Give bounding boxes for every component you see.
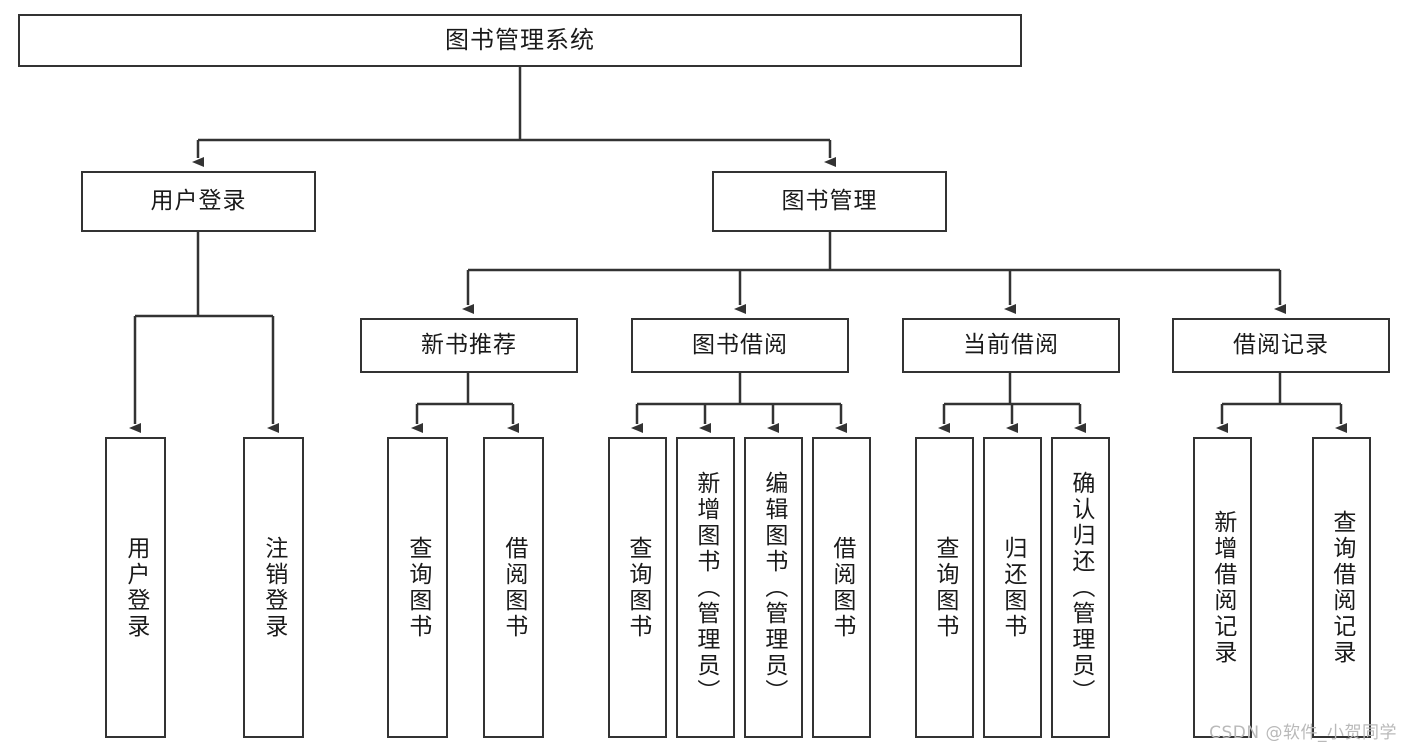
node-leaf-query-book-1[interactable]: 查询图书 bbox=[387, 437, 448, 738]
node-leaf-add-book-label: 新增图书（管理员） bbox=[692, 470, 719, 705]
node-leaf-query-book-2-label: 查询图书 bbox=[624, 535, 651, 640]
node-leaf-return-book[interactable]: 归还图书 bbox=[983, 437, 1042, 738]
node-leaf-query-book-1-label: 查询图书 bbox=[404, 535, 431, 640]
node-current-borrow-label: 当前借阅 bbox=[963, 331, 1059, 358]
node-book-manage-label: 图书管理 bbox=[781, 187, 878, 214]
node-leaf-query-record[interactable]: 查询借阅记录 bbox=[1312, 437, 1371, 738]
node-leaf-query-record-label: 查询借阅记录 bbox=[1328, 509, 1355, 666]
node-leaf-add-record-label: 新增借阅记录 bbox=[1209, 509, 1236, 666]
node-leaf-user-logout[interactable]: 注销登录 bbox=[243, 437, 304, 738]
node-leaf-user-login[interactable]: 用户登录 bbox=[105, 437, 166, 738]
node-book-borrow-label: 图书借阅 bbox=[692, 331, 788, 358]
node-new-book-rec-label: 新书推荐 bbox=[421, 331, 517, 358]
node-leaf-borrow-book-2[interactable]: 借阅图书 bbox=[812, 437, 871, 738]
node-leaf-return-book-label: 归还图书 bbox=[999, 535, 1026, 640]
watermark: CSDN @软件_小贺同学 bbox=[1209, 723, 1397, 743]
node-borrow-record-label: 借阅记录 bbox=[1233, 331, 1329, 358]
node-leaf-borrow-book-2-label: 借阅图书 bbox=[828, 535, 855, 640]
node-user-login[interactable]: 用户登录 bbox=[81, 171, 316, 232]
node-user-login-label: 用户登录 bbox=[150, 187, 247, 214]
node-leaf-borrow-book-1-label: 借阅图书 bbox=[500, 535, 527, 640]
node-root-label: 图书管理系统 bbox=[445, 26, 595, 55]
node-leaf-query-book-3-label: 查询图书 bbox=[931, 535, 958, 640]
node-leaf-query-book-2[interactable]: 查询图书 bbox=[608, 437, 667, 738]
node-book-borrow[interactable]: 图书借阅 bbox=[631, 318, 849, 373]
node-root[interactable]: 图书管理系统 bbox=[18, 14, 1022, 67]
node-leaf-borrow-book-1[interactable]: 借阅图书 bbox=[483, 437, 544, 738]
node-borrow-record[interactable]: 借阅记录 bbox=[1172, 318, 1390, 373]
node-book-manage[interactable]: 图书管理 bbox=[712, 171, 947, 232]
node-leaf-confirm-return[interactable]: 确认归还（管理员） bbox=[1051, 437, 1110, 738]
node-leaf-query-book-3[interactable]: 查询图书 bbox=[915, 437, 974, 738]
node-new-book-rec[interactable]: 新书推荐 bbox=[360, 318, 578, 373]
node-leaf-user-logout-label: 注销登录 bbox=[260, 535, 287, 640]
node-leaf-confirm-return-label: 确认归还（管理员） bbox=[1067, 470, 1094, 705]
node-leaf-edit-book-label: 编辑图书（管理员） bbox=[760, 470, 787, 705]
node-leaf-edit-book[interactable]: 编辑图书（管理员） bbox=[744, 437, 803, 738]
node-leaf-user-login-label: 用户登录 bbox=[122, 535, 149, 640]
node-leaf-add-book[interactable]: 新增图书（管理员） bbox=[676, 437, 735, 738]
node-current-borrow[interactable]: 当前借阅 bbox=[902, 318, 1120, 373]
node-leaf-add-record[interactable]: 新增借阅记录 bbox=[1193, 437, 1252, 738]
